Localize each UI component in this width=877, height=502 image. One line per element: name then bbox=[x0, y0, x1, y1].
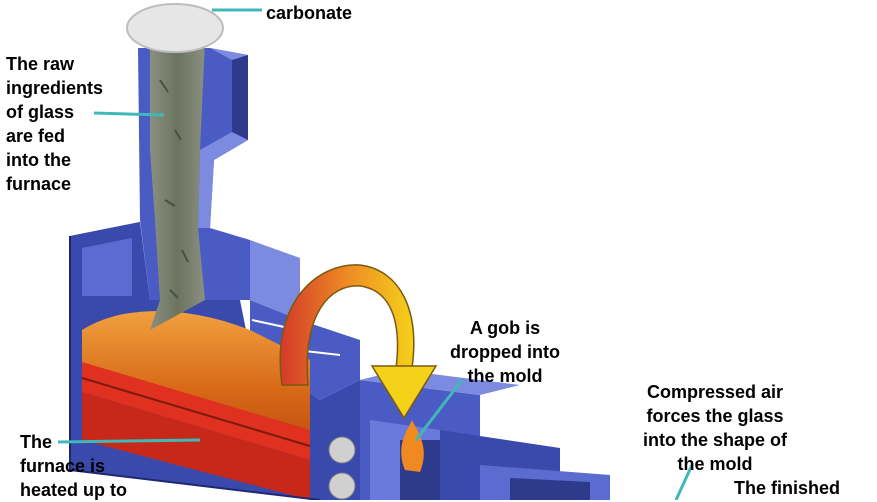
gob-arrow bbox=[279, 264, 438, 420]
carbonate-pile bbox=[126, 3, 224, 53]
glass-gob bbox=[401, 420, 424, 472]
label-carbonate: carbonate bbox=[266, 3, 353, 23]
label-raw-ingredients: The raw ingredients of glass are fed int… bbox=[6, 54, 104, 194]
leader-lines bbox=[57, 8, 694, 500]
raw-ingredients-column bbox=[150, 40, 205, 330]
furnace bbox=[69, 222, 360, 500]
label-finished: The finished bbox=[734, 478, 841, 498]
label-furnace-heated: The furnace is heated up to bbox=[20, 432, 127, 500]
mold-machine bbox=[320, 370, 610, 500]
label-compressed-air: Compressed air forces the glass into the… bbox=[643, 382, 787, 474]
label-gob-dropped: A gob is dropped into the mold bbox=[450, 318, 560, 386]
